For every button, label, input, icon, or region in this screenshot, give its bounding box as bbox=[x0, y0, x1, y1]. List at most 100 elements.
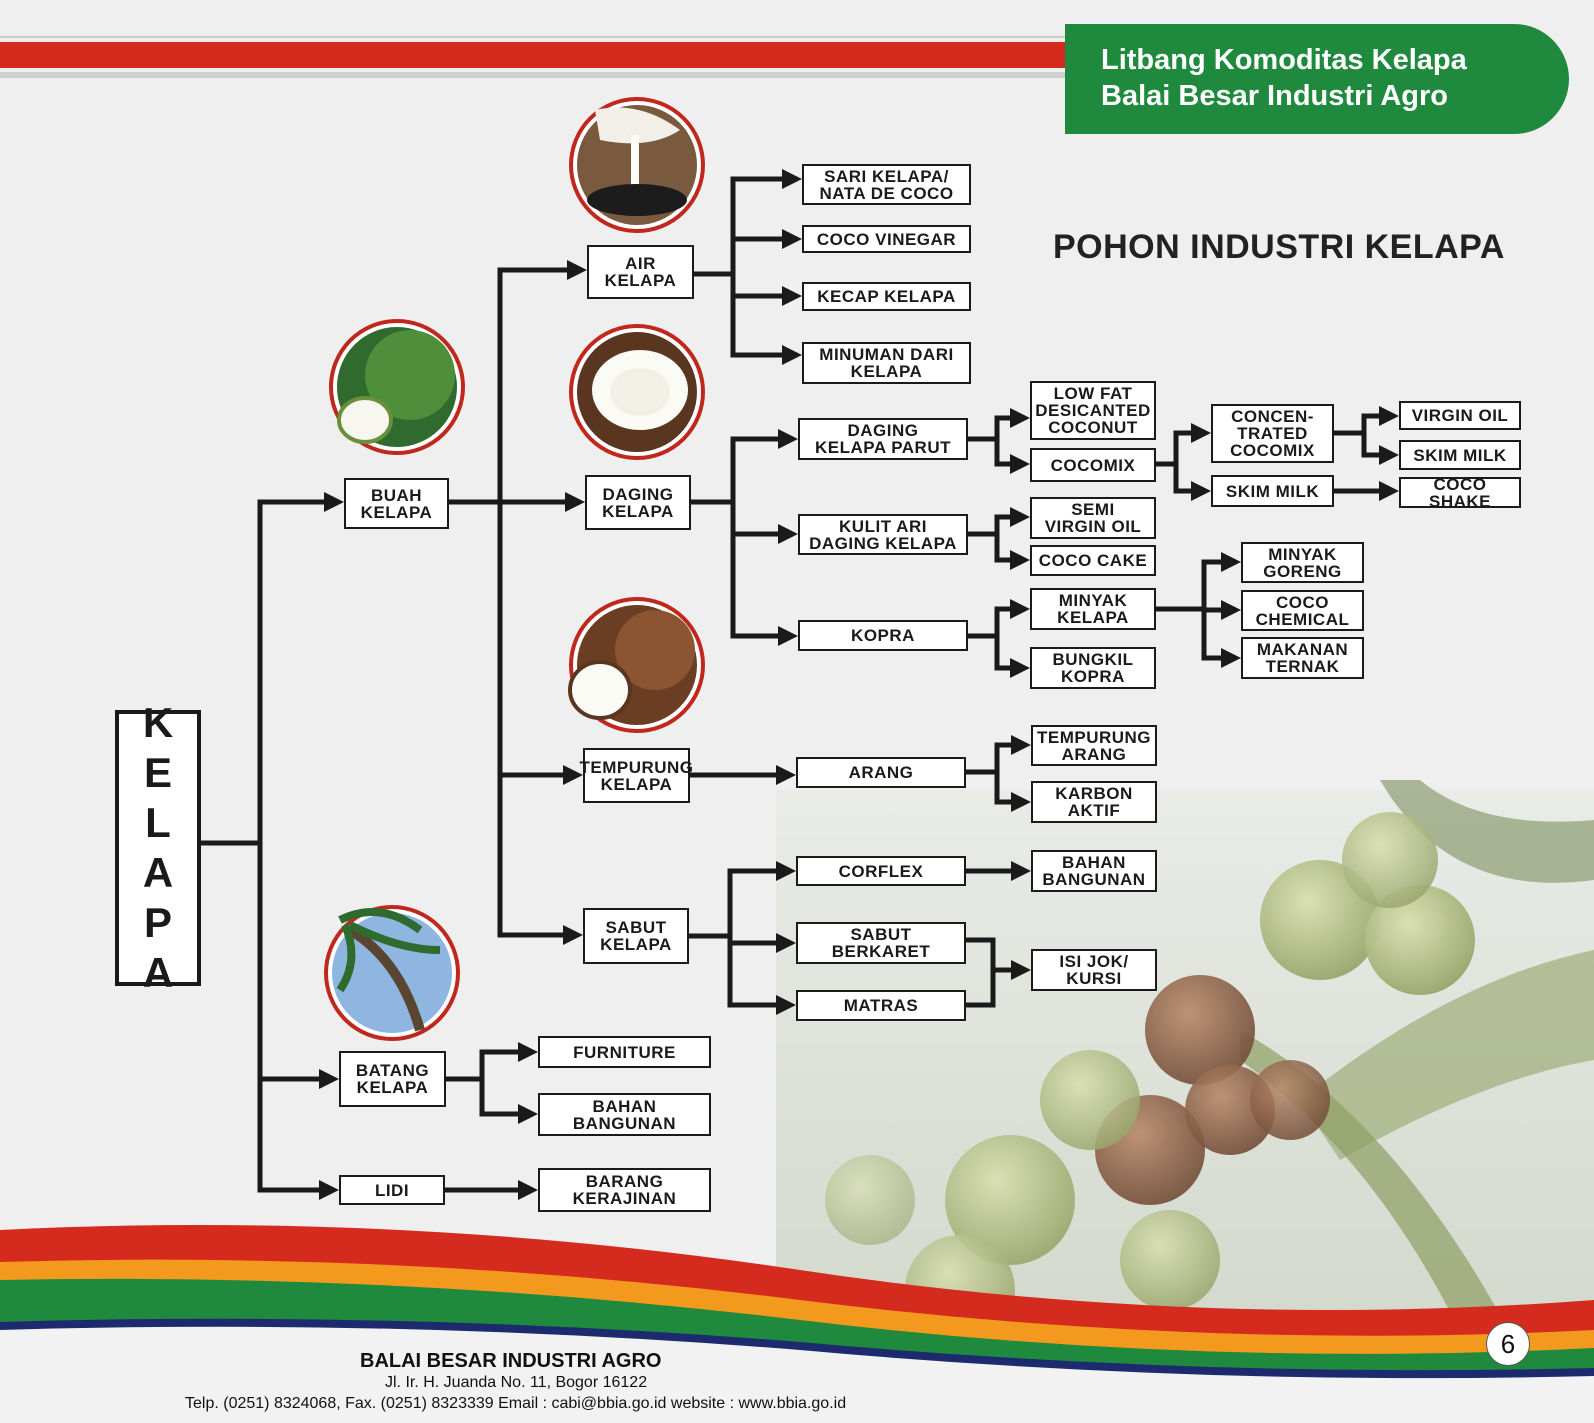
coconut-palm-photo bbox=[776, 780, 1594, 1352]
root-letter: A bbox=[142, 849, 174, 896]
root-letter: E bbox=[143, 749, 172, 796]
node-concentrated-cocomix: CONCEN- TRATED COCOMIX bbox=[1211, 404, 1334, 463]
node-minyak-goreng: MINYAK GORENG bbox=[1241, 542, 1364, 583]
node-bungkil-kopra: BUNGKIL KOPRA bbox=[1030, 647, 1156, 689]
arrowhead bbox=[776, 765, 796, 785]
node-semi-virgin-oil: SEMI VIRGIN OIL bbox=[1030, 497, 1156, 539]
photo-circle-coconut-fruit bbox=[329, 319, 465, 455]
arrowhead bbox=[319, 1180, 339, 1200]
arrowhead bbox=[1221, 600, 1241, 620]
arrowhead bbox=[1010, 658, 1030, 678]
footer-panel bbox=[0, 1326, 1594, 1423]
node-tempurung-arang: TEMPURUNG ARANG bbox=[1031, 725, 1157, 766]
root-letter: A bbox=[142, 949, 174, 996]
arrowhead bbox=[776, 995, 796, 1015]
photo-circle-coconut-shell bbox=[568, 597, 705, 733]
arrowhead bbox=[1011, 735, 1031, 755]
node-daging-kelapa-parut: DAGING KELAPA PARUT bbox=[798, 418, 968, 460]
node-cocomix: COCOMIX bbox=[1030, 448, 1156, 482]
header-stripe-grey bbox=[0, 72, 1066, 78]
arrowhead bbox=[1191, 423, 1211, 443]
arrowhead bbox=[1011, 792, 1031, 812]
node-sari-kelapa: SARI KELAPA/ NATA DE COCO bbox=[802, 164, 971, 205]
node-virgin-oil: VIRGIN OIL bbox=[1399, 401, 1521, 430]
node-sabut-berkaret: SABUT BERKARET bbox=[796, 922, 966, 964]
arrowhead bbox=[1010, 454, 1030, 474]
arrowhead bbox=[1010, 507, 1030, 527]
arrowhead bbox=[518, 1042, 538, 1062]
arrowhead bbox=[518, 1104, 538, 1124]
node-coco-shake: COCO SHAKE bbox=[1399, 476, 1521, 510]
page-number: 6 bbox=[1486, 1322, 1530, 1366]
node-kulit-ari: KULIT ARI DAGING KELAPA bbox=[798, 514, 968, 555]
arrowhead bbox=[782, 229, 802, 249]
arrowhead bbox=[778, 429, 798, 449]
photo-circle-coconut-meat bbox=[569, 324, 705, 460]
arrowhead bbox=[1011, 960, 1031, 980]
badge-line-1: Litbang Komoditas Kelapa bbox=[1101, 44, 1467, 76]
arrowhead bbox=[782, 169, 802, 189]
arrowhead bbox=[319, 1069, 339, 1089]
header-stripe-red bbox=[0, 42, 1066, 68]
node-low-fat: LOW FAT DESICANTED COCONUT bbox=[1030, 381, 1156, 440]
arrowhead bbox=[778, 524, 798, 544]
node-daging-kelapa: DAGING KELAPA bbox=[585, 475, 691, 530]
arrowhead bbox=[563, 765, 583, 785]
page-title: POHON INDUSTRI KELAPA bbox=[1053, 228, 1505, 266]
header-badge: Litbang Komoditas Kelapa Balai Besar Ind… bbox=[1065, 24, 1569, 134]
node-kopra: KOPRA bbox=[798, 620, 968, 651]
node-minyak-kelapa: MINYAK KELAPA bbox=[1030, 588, 1156, 630]
node-matras: MATRAS bbox=[796, 990, 966, 1021]
arrowhead bbox=[1011, 861, 1031, 881]
node-coco-vinegar: COCO VINEGAR bbox=[802, 225, 971, 253]
node-air-kelapa: AIR KELAPA bbox=[587, 245, 694, 299]
node-kecap-kelapa: KECAP KELAPA bbox=[802, 282, 971, 311]
arrowhead bbox=[776, 933, 796, 953]
arrowhead bbox=[782, 345, 802, 365]
root-letter: L bbox=[145, 799, 171, 846]
arrowhead bbox=[567, 260, 587, 280]
arrowhead bbox=[1191, 481, 1211, 501]
node-corflex: CORFLEX bbox=[796, 856, 966, 886]
arrowhead bbox=[324, 492, 344, 512]
root-node-kelapa: K E L A P A bbox=[115, 699, 201, 996]
node-sabut-kelapa: SABUT KELAPA bbox=[583, 908, 689, 964]
footer-org: BALAI BESAR INDUSTRI AGRO bbox=[360, 1350, 662, 1372]
arrowhead bbox=[518, 1180, 538, 1200]
root-letter: K bbox=[142, 699, 174, 746]
arrowhead bbox=[1010, 550, 1030, 570]
node-skim-milk-2: SKIM MILK bbox=[1399, 440, 1521, 470]
arrowhead bbox=[1221, 648, 1241, 668]
node-furniture: FURNITURE bbox=[538, 1036, 711, 1068]
node-bahan-bangunan-1: BAHAN BANGUNAN bbox=[1031, 850, 1157, 892]
node-isi-jok-kursi: ISI JOK/ KURSI bbox=[1031, 949, 1157, 991]
node-bahan-bangunan-2: BAHAN BANGUNAN bbox=[538, 1093, 711, 1136]
arrowhead bbox=[776, 861, 796, 881]
root-letter: P bbox=[143, 899, 172, 946]
arrowhead bbox=[1379, 481, 1399, 501]
arrowhead bbox=[563, 925, 583, 945]
arrowhead bbox=[1221, 552, 1241, 572]
node-arang: ARANG bbox=[796, 757, 966, 788]
photo-circle-coconut-water bbox=[569, 97, 705, 233]
node-tempurung-kelapa: TEMPURUNG KELAPA bbox=[579, 748, 693, 803]
node-coco-chemical: COCO CHEMICAL bbox=[1241, 590, 1364, 631]
arrowhead bbox=[782, 286, 802, 306]
arrowhead bbox=[778, 626, 798, 646]
node-barang-kerajinan: BARANG KERAJINAN bbox=[538, 1168, 711, 1212]
node-lidi: LIDI bbox=[339, 1175, 445, 1205]
photo-circle-coconut-tree bbox=[324, 905, 460, 1041]
footer-address: Jl. Ir. H. Juanda No. 11, Bogor 16122 bbox=[385, 1374, 648, 1391]
node-coco-cake: COCO CAKE bbox=[1030, 545, 1156, 576]
badge-line-2: Balai Besar Industri Agro bbox=[1101, 80, 1449, 112]
node-skim-milk-1: SKIM MILK bbox=[1211, 475, 1334, 507]
arrowhead bbox=[1010, 408, 1030, 428]
node-buah-kelapa: BUAH KELAPA bbox=[344, 478, 449, 529]
node-minuman-dari-kelapa: MINUMAN DARI KELAPA bbox=[802, 342, 971, 384]
node-makanan-ternak: MAKANAN TERNAK bbox=[1241, 637, 1364, 679]
node-batang-kelapa: BATANG KELAPA bbox=[339, 1051, 446, 1107]
arrowhead bbox=[565, 492, 585, 512]
